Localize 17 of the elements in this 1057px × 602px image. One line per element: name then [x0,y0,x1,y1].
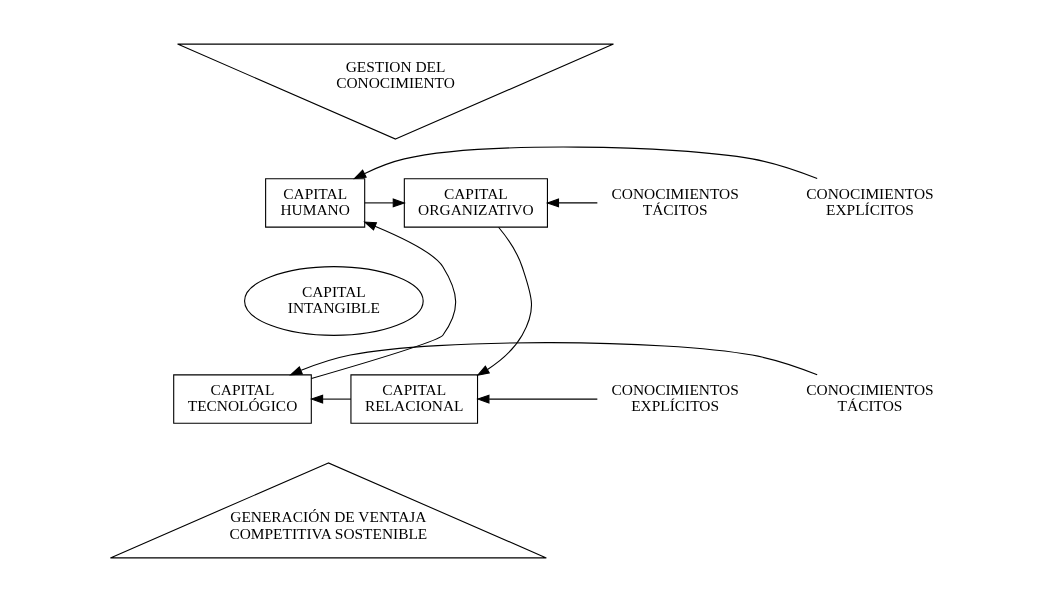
node-text: CONOCIMIENTOS TÁCITOS [805,380,934,415]
arrow [310,221,456,380]
arrow [475,226,532,376]
node-box: CAPITAL HUMANO [264,178,365,228]
arrow [475,394,598,404]
node-text: CONOCIMIENTOS EXPLÍCITOS [805,184,934,219]
node-text: CONOCIMIENTOS TÁCITOS [611,184,739,219]
arrow [309,394,351,404]
arrow [288,342,818,376]
node-box: CAPITAL RELACIONAL [349,374,478,424]
node-box: CAPITAL TECNOLÓGICO [172,374,312,424]
arrow [363,198,406,208]
node-box: CAPITAL ORGANIZATIVO [403,178,548,228]
arrow [352,146,818,180]
arrow [545,198,598,208]
node-ellipse: CAPITAL INTANGIBLE [243,266,424,336]
node-text: CONOCIMIENTOS EXPLÍCITOS [611,380,739,415]
